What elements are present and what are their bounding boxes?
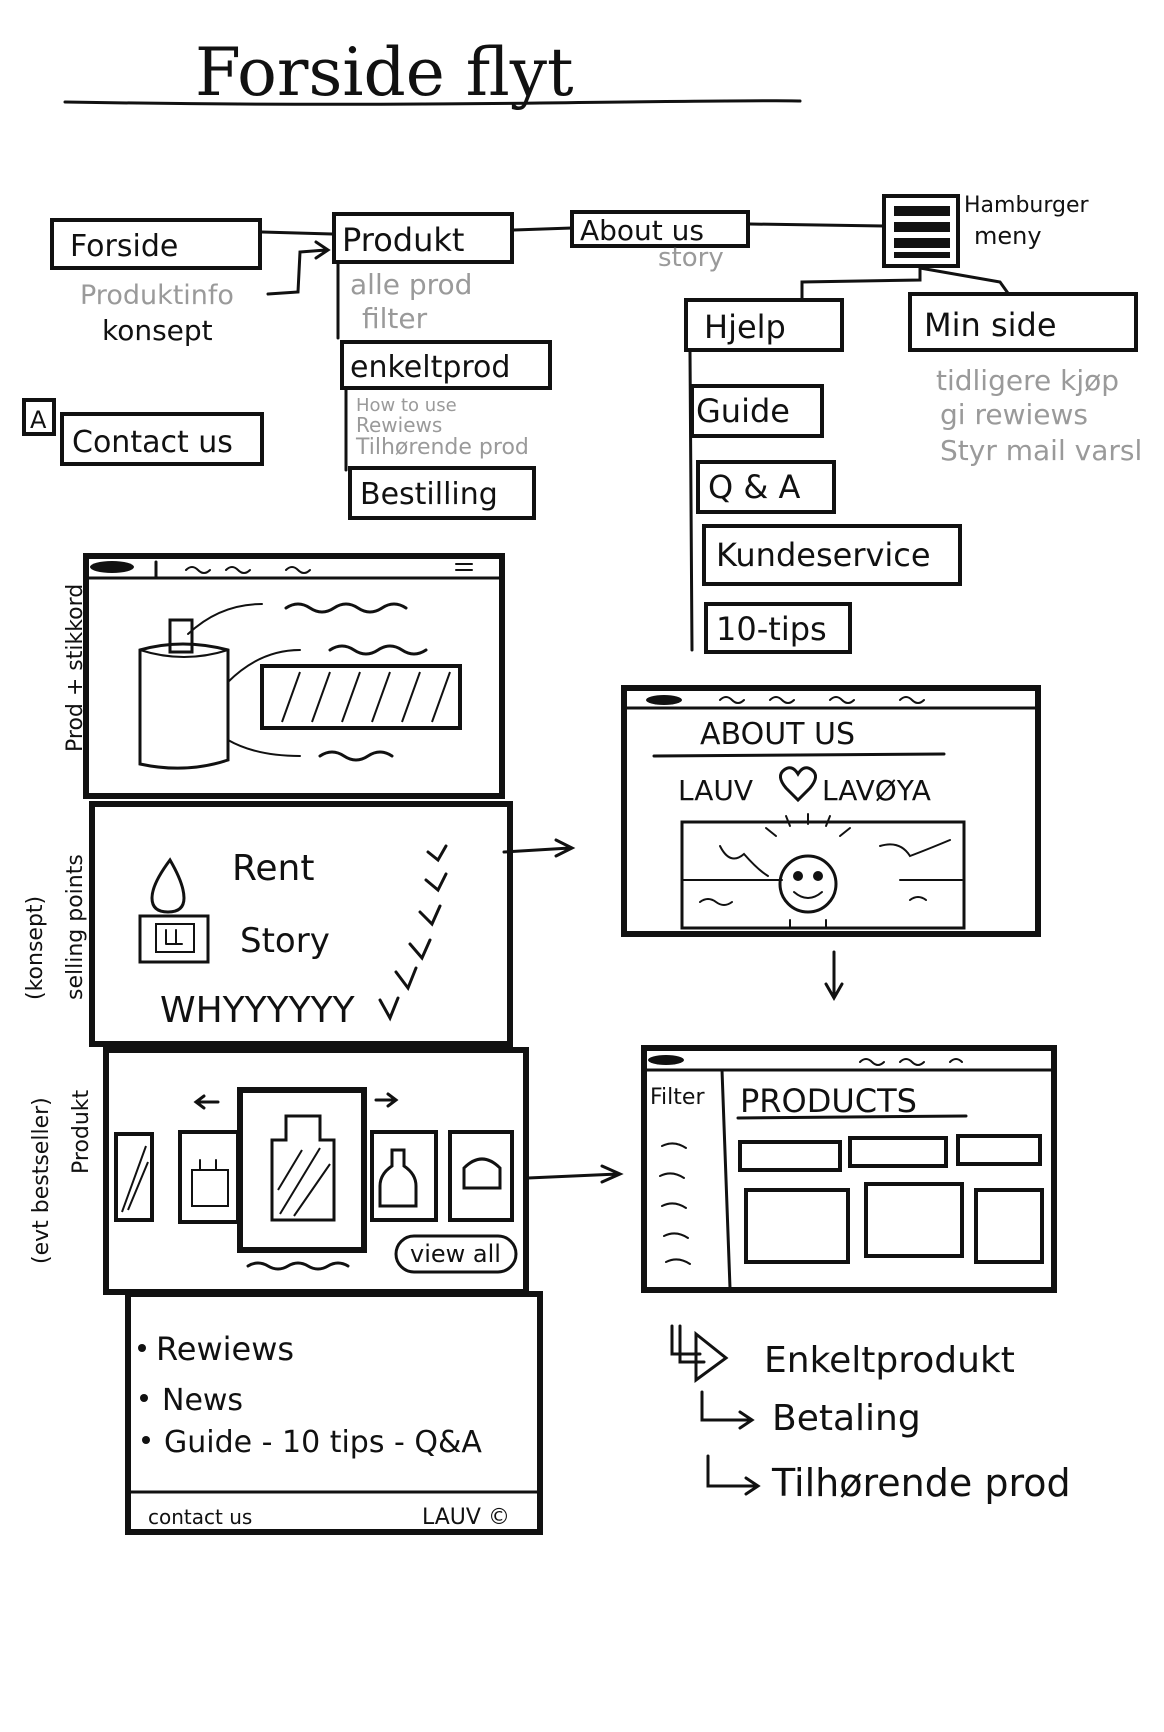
drop-icon	[150, 857, 186, 914]
produkt-note-filter: filter	[362, 302, 428, 335]
carousel-next-icon	[374, 1092, 399, 1108]
svg-text:PRODUCTS: PRODUCTS	[740, 1082, 917, 1120]
node-produkt: Produkt	[332, 212, 514, 264]
side-label-selling-1: (konsept)	[23, 896, 48, 1000]
minside-note-2: gi rewiews	[940, 398, 1088, 431]
svg-text:Hjelp: Hjelp	[704, 308, 786, 346]
node-min-side: Min side	[908, 292, 1138, 352]
svg-text:LAUV: LAUV	[678, 774, 753, 807]
forside-note-konsept: konsept	[102, 314, 213, 347]
hamburger-icon	[882, 194, 960, 268]
side-label-selling-2: selling points	[63, 854, 88, 1000]
svg-text:Guide - 10 tips - Q&A: Guide - 10 tips - Q&A	[164, 1425, 482, 1460]
svg-text:Forside: Forside	[70, 229, 178, 264]
node-forside: Forside	[50, 218, 262, 270]
svg-text:Betaling: Betaling	[772, 1398, 921, 1439]
bottle-icon	[138, 618, 230, 770]
book-icon	[138, 914, 210, 964]
minside-note-1: tidligere kjøp	[936, 364, 1119, 397]
edge-hamburger-hjelp	[800, 266, 922, 300]
minside-note-3: Styr mail varsl	[940, 434, 1142, 467]
node-kundeservice: Kundeservice	[702, 524, 962, 586]
arrow-to-about	[502, 838, 576, 858]
produkt-note-alle: alle prod	[350, 268, 472, 301]
edge-produkt-about	[512, 226, 574, 232]
enkeltprod-note-reviews: Rewiews	[356, 413, 442, 437]
enkeltprod-note-tilhorende: Tilhørende prod	[355, 435, 529, 460]
svg-text:Enkeltprodukt: Enkeltprodukt	[764, 1340, 1015, 1381]
page-title: Forside flyt	[195, 34, 574, 111]
heart-icon	[779, 766, 817, 803]
featured-product	[237, 1087, 367, 1253]
edge-about-hamburger	[748, 222, 886, 228]
node-enkeltprod: enkeltprod	[340, 340, 552, 390]
node-about: About us	[570, 210, 750, 248]
svg-text:Story: Story	[240, 921, 330, 961]
hamburger-label-2: meny	[974, 222, 1042, 250]
svg-text:LAUV ©: LAUV ©	[422, 1505, 510, 1530]
svg-text:Produkt: Produkt	[342, 221, 464, 259]
wireframe-about-page: ABOUT US LAUV LAVØYA	[621, 685, 1041, 937]
edge-forside-produkt	[260, 230, 334, 236]
node-qa: Q & A	[696, 460, 836, 514]
edge-hamburger-minside	[918, 266, 1012, 298]
view-all-button: view all	[394, 1234, 518, 1274]
svg-text:WHYYYYYY: WHYYYYYY	[160, 990, 356, 1031]
node-10tips: 10-tips	[704, 602, 852, 654]
wireframe-products-page: Filter PRODUCTS	[641, 1045, 1057, 1293]
forside-note-produktinfo: Produktinfo	[80, 280, 234, 311]
title-underline	[63, 99, 802, 106]
svg-text:Tilhørende prod: Tilhørende prod	[771, 1461, 1071, 1505]
node-hjelp: Hjelp	[684, 298, 844, 352]
node-guide: Guide	[690, 384, 824, 438]
products-flow: Enkeltprodukt Betaling Tilhørende prod	[670, 1324, 1071, 1505]
svg-text:Guide: Guide	[696, 392, 790, 430]
arrow-about-to-products	[824, 950, 844, 1002]
arrow-to-products	[526, 1164, 624, 1184]
svg-text:Filter: Filter	[650, 1085, 705, 1110]
svg-text:Bestilling: Bestilling	[360, 477, 498, 512]
svg-text:Rent: Rent	[232, 848, 314, 889]
wireframe-products: view all	[103, 1047, 529, 1295]
about-note-story: story	[658, 243, 724, 273]
enkeltprod-note-howto: How to use	[356, 395, 457, 416]
edge-produktinfo-produkt	[266, 240, 331, 296]
hero-cta-placeholder	[260, 664, 462, 730]
side-label-products-1: (evt bestseller)	[29, 1097, 54, 1264]
svg-text:Rewiews: Rewiews	[156, 1330, 294, 1368]
svg-text:10-tips: 10-tips	[716, 610, 827, 648]
svg-text:view all: view all	[410, 1240, 501, 1268]
svg-text:Contact us: Contact us	[72, 425, 233, 460]
wireframe-footer: Rewiews News Guide - 10 tips - Q&A conta…	[125, 1291, 543, 1535]
hamburger-label-1: Hamburger	[964, 193, 1090, 218]
svg-text:News: News	[162, 1383, 243, 1418]
svg-text:About us: About us	[580, 214, 704, 247]
side-label-products-2: Produkt	[69, 1089, 94, 1174]
svg-text:contact us: contact us	[148, 1505, 252, 1529]
svg-text:ABOUT US: ABOUT US	[700, 717, 855, 752]
svg-text:enkeltprod: enkeltprod	[350, 350, 510, 385]
svg-text:Min side: Min side	[924, 306, 1057, 344]
svg-text:LAVØYA: LAVØYA	[822, 774, 931, 807]
side-label-hero: Prod + stikkord	[63, 584, 88, 752]
wireframe-selling: Rent Story WHYYYYYY	[89, 801, 513, 1047]
carousel-prev-icon	[193, 1094, 220, 1110]
node-contact: A Contact us	[22, 398, 264, 466]
wireframe-hero	[83, 553, 505, 799]
svg-text:Q & A: Q & A	[708, 468, 800, 506]
svg-text:A: A	[30, 406, 47, 434]
svg-text:Kundeservice: Kundeservice	[716, 536, 931, 574]
node-bestilling: Bestilling	[348, 466, 536, 520]
